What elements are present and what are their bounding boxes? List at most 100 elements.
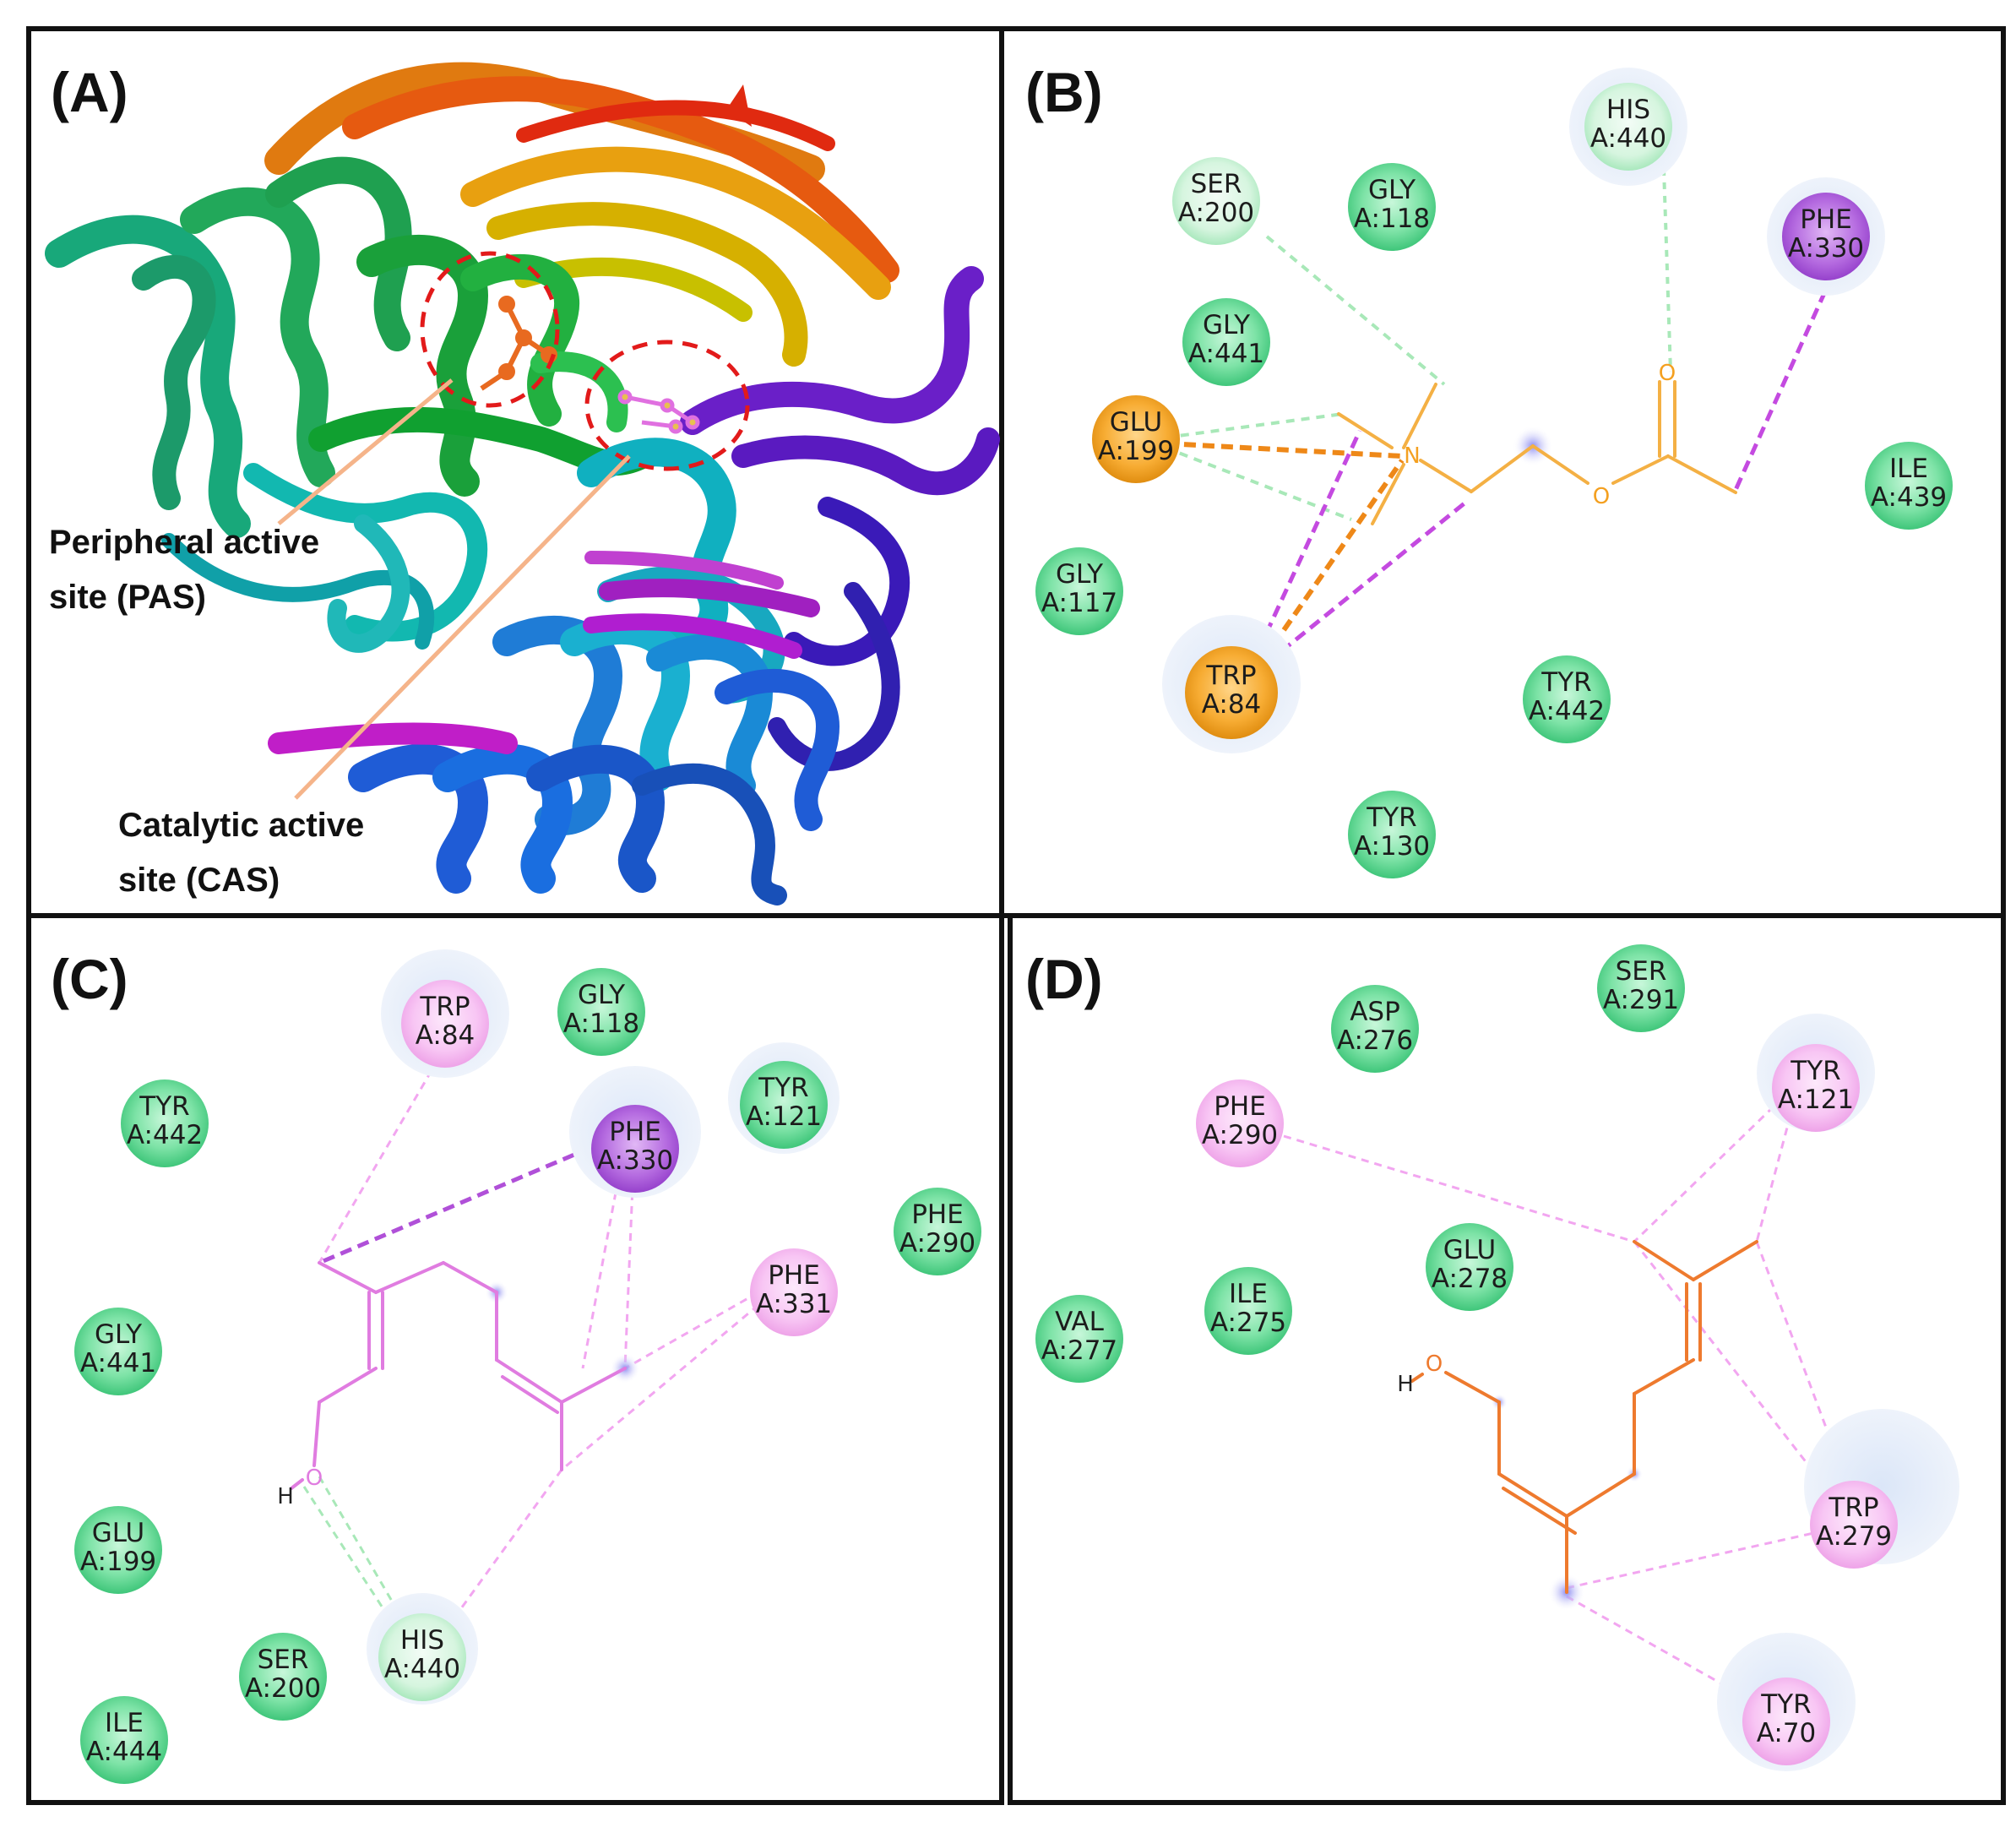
residue-number: A:441 [80,1348,156,1378]
residue-number: A:121 [746,1101,822,1132]
residue-disc [1597,944,1685,1032]
panel-d-label: (D) [1025,948,1103,1010]
residue-name: ASP [1350,997,1400,1027]
residue-name: PHE [1800,204,1852,235]
residue-name: GLY [1368,175,1416,205]
residue-name: GLY [578,980,625,1010]
residue-number: A:117 [1041,588,1117,618]
panel-b-interactions [1165,168,1835,665]
pas-label-line1: Peripheral active [49,524,319,561]
residue-name: GLY [1056,559,1103,590]
panel-c-ligand [290,1261,640,1490]
residue-number: A:275 [1210,1308,1286,1338]
cas-label-line1: Catalytic active [118,807,364,844]
residue-disc [1742,1678,1830,1765]
residue-name: HIS [1606,95,1650,125]
residue-name: HIS [400,1625,444,1656]
residue-name: TRP [1828,1493,1878,1523]
residue-number: A:118 [1354,204,1430,234]
residue-name: TYR [1760,1689,1811,1720]
residue-number: A:442 [1529,696,1605,726]
residue-number: A:278 [1432,1264,1508,1294]
residue-disc [1035,547,1123,635]
panel-c-atom-o: O [306,1466,323,1491]
residue-name: GLY [1203,310,1250,340]
residue-disc [1331,985,1419,1073]
residue-disc [557,968,645,1056]
residue-disc [1172,157,1260,245]
residue-disc [750,1248,838,1336]
residue-number: A:84 [416,1020,475,1051]
panel-d-interaction-map: (D) O [1025,944,1959,1771]
residue-disc [1348,791,1436,878]
residue-disc [740,1061,828,1149]
cas-pointer-line [294,454,631,800]
panel-a-protein-structure: (A) [45,61,1000,905]
residue-name: ILE [1889,454,1928,484]
residue-disc [1182,298,1270,386]
residue-number: A:118 [563,1009,639,1039]
residue-disc [1204,1267,1292,1355]
residue-name: PHE [768,1260,820,1291]
panel-b-ligand [1337,380,1737,525]
residue-number: A:130 [1354,831,1430,862]
panel-d-frame [1008,913,2006,1805]
residue-number: A:200 [1178,198,1254,228]
residue-number: A:290 [1202,1120,1278,1150]
residue-disc [1426,1223,1513,1311]
residue-number: A:121 [1778,1085,1854,1115]
panel-b-atom-n: N [1404,443,1420,469]
residue-disc [591,1105,679,1193]
panel-b-interaction-map: (B) N O O [1025,61,1953,878]
residue-number: A:277 [1041,1335,1117,1366]
residue-disc [1782,193,1870,280]
residue-disc [401,980,489,1068]
residue-name: TYR [139,1091,189,1122]
cas-label-line2: site (CAS) [118,862,280,899]
residue-name: ILE [1229,1279,1268,1309]
residue-number: A:70 [1757,1718,1817,1748]
pas-label-line2: site (PAS) [49,579,206,616]
panel-d-ligand [1410,1240,1758,1611]
residue-disc [74,1308,162,1395]
residue-name: PHE [911,1199,964,1230]
residue-disc [1865,442,1953,530]
residue-name: TRP [419,992,470,1022]
residue-number: A:440 [1590,123,1666,154]
panel-b-atom-o-carbonyl: O [1659,361,1676,386]
residue-name: SER [258,1645,309,1675]
panel-d-atom-o: O [1426,1351,1443,1377]
residue-number: A:290 [899,1228,975,1259]
ligand-cas [617,389,700,434]
residue-number: A:331 [756,1289,832,1319]
cas-site-circle [584,340,750,471]
residue-number: A:442 [127,1120,203,1150]
residue-number: A:199 [80,1547,156,1577]
residue-number: A:330 [1788,233,1864,264]
residue-name: VAL [1055,1307,1104,1337]
residue-number: A:444 [86,1737,162,1767]
ligand-pas [480,296,557,391]
residue-disc [1196,1079,1284,1167]
